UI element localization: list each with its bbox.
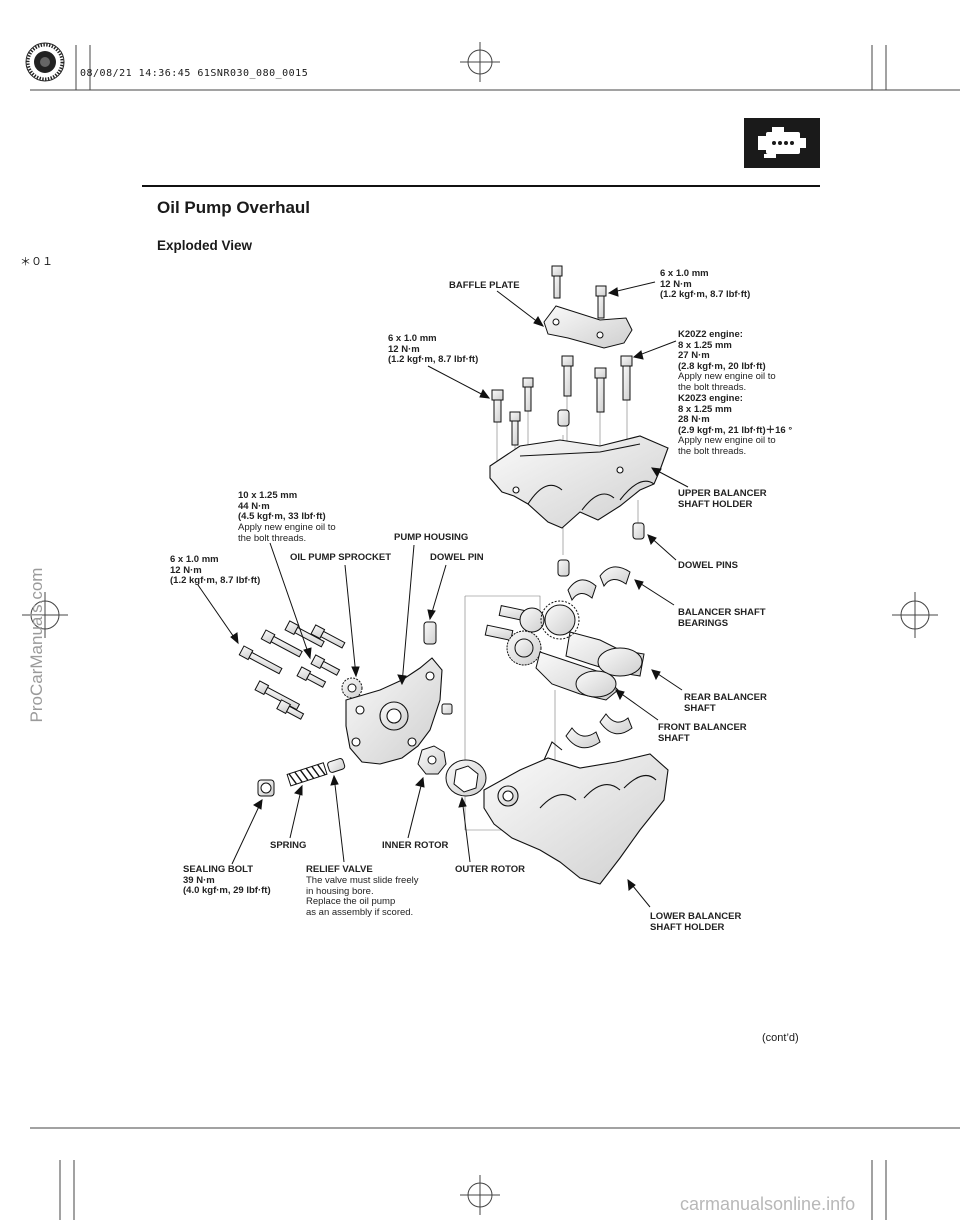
relief-valve bbox=[327, 758, 346, 773]
dowel-pin-pump bbox=[423, 621, 437, 645]
print-stamp: 08/08/21 14:36:45 61SNR030_080_0015 bbox=[80, 68, 309, 79]
oil-pump-sprocket bbox=[341, 677, 363, 699]
label-upper-holder: UPPER BALANCER SHAFT HOLDER bbox=[678, 488, 767, 510]
continued-note: (cont’d) bbox=[762, 1032, 799, 1044]
label-dowel-pin: DOWEL PIN bbox=[430, 552, 484, 563]
label-k20z2-note: Apply new engine oil to the bolt threads… bbox=[678, 371, 776, 393]
pump-housing bbox=[345, 657, 443, 765]
front-balancer-shaft bbox=[484, 624, 619, 701]
spring bbox=[286, 762, 328, 787]
label-inner-rotor: INNER ROTOR bbox=[382, 840, 449, 851]
label-bearings: BALANCER SHAFT BEARINGS bbox=[678, 607, 766, 629]
label-baffle-plate: BAFFLE PLATE bbox=[449, 280, 520, 291]
section-subtitle: Exploded View bbox=[157, 238, 253, 253]
lower-bearings bbox=[565, 713, 633, 749]
label-relief-note: The valve must slide freely in housing b… bbox=[306, 875, 419, 918]
small-dowel bbox=[441, 703, 453, 715]
label-big-bolt-note: Apply new engine oil to the bolt threads… bbox=[238, 522, 336, 544]
inner-rotor bbox=[417, 745, 447, 775]
dowel-pin-a bbox=[632, 522, 645, 540]
label-k20z3-note: Apply new engine oil to the bolt threads… bbox=[678, 435, 776, 457]
label-baffle-bolt-spec: 6 x 1.0 mm 12 N·m (1.2 kgf·m, 8.7 lbf·ft… bbox=[388, 333, 479, 366]
label-pump-housing: PUMP HOUSING bbox=[394, 532, 469, 543]
label-big-bolt-spec: 10 x 1.25 mm 44 N·m (4.5 kgf·m, 33 lbf·f… bbox=[238, 490, 326, 523]
label-oil-pump-sprocket: OIL PUMP SPROCKET bbox=[290, 552, 391, 563]
label-k20z2-spec: K20Z2 engine: 8 x 1.25 mm 27 N·m (2.8 kg… bbox=[678, 329, 766, 372]
engine-icon bbox=[744, 118, 820, 168]
outer-rotor bbox=[445, 759, 487, 797]
sealing-bolt bbox=[257, 779, 275, 797]
dowel-upper bbox=[557, 409, 570, 427]
label-front-shaft: FRONT BALANCER SHAFT bbox=[658, 722, 747, 744]
label-rear-shaft: REAR BALANCER SHAFT bbox=[684, 692, 767, 714]
label-pump-bolt-spec: 6 x 1.0 mm 12 N·m (1.2 kgf·m, 8.7 lbf·ft… bbox=[170, 554, 261, 587]
page-title: Oil Pump Overhaul bbox=[157, 198, 311, 217]
leader-lines bbox=[197, 281, 689, 908]
label-lower-holder: LOWER BALANCER SHAFT HOLDER bbox=[650, 911, 742, 933]
pump-housing-bolts bbox=[238, 620, 346, 720]
label-sealing-bolt: SEALING BOLT 39 N·m (4.0 kgf·m, 29 lbf·f… bbox=[183, 864, 271, 897]
upper-bearings bbox=[567, 566, 631, 602]
label-outer-rotor: OUTER ROTOR bbox=[455, 864, 526, 875]
upper-holder-bolts bbox=[491, 355, 633, 446]
label-k20z3-spec: K20Z3 engine: 8 x 1.25 mm 28 N·m (2.9 kg… bbox=[678, 393, 793, 436]
upper-balancer-shaft-holder bbox=[489, 435, 669, 529]
bottom-watermark: carmanualsonline.info bbox=[680, 1194, 856, 1214]
rear-balancer-shaft bbox=[498, 604, 645, 677]
label-spring: SPRING bbox=[270, 840, 307, 851]
label-top-bolt-spec: 6 x 1.0 mm 12 N·m (1.2 kgf·m, 8.7 lbf·ft… bbox=[660, 268, 751, 301]
lower-balancer-shaft-holder bbox=[483, 741, 669, 885]
baffle-plate-bolts bbox=[551, 265, 607, 319]
section-mark: ＊０１ bbox=[20, 256, 53, 268]
label-relief-valve: RELIEF VALVE bbox=[306, 864, 373, 875]
baffle-plate bbox=[543, 305, 633, 349]
dowel-pin-b bbox=[557, 559, 570, 577]
label-dowel-pins: DOWEL PINS bbox=[678, 560, 738, 571]
